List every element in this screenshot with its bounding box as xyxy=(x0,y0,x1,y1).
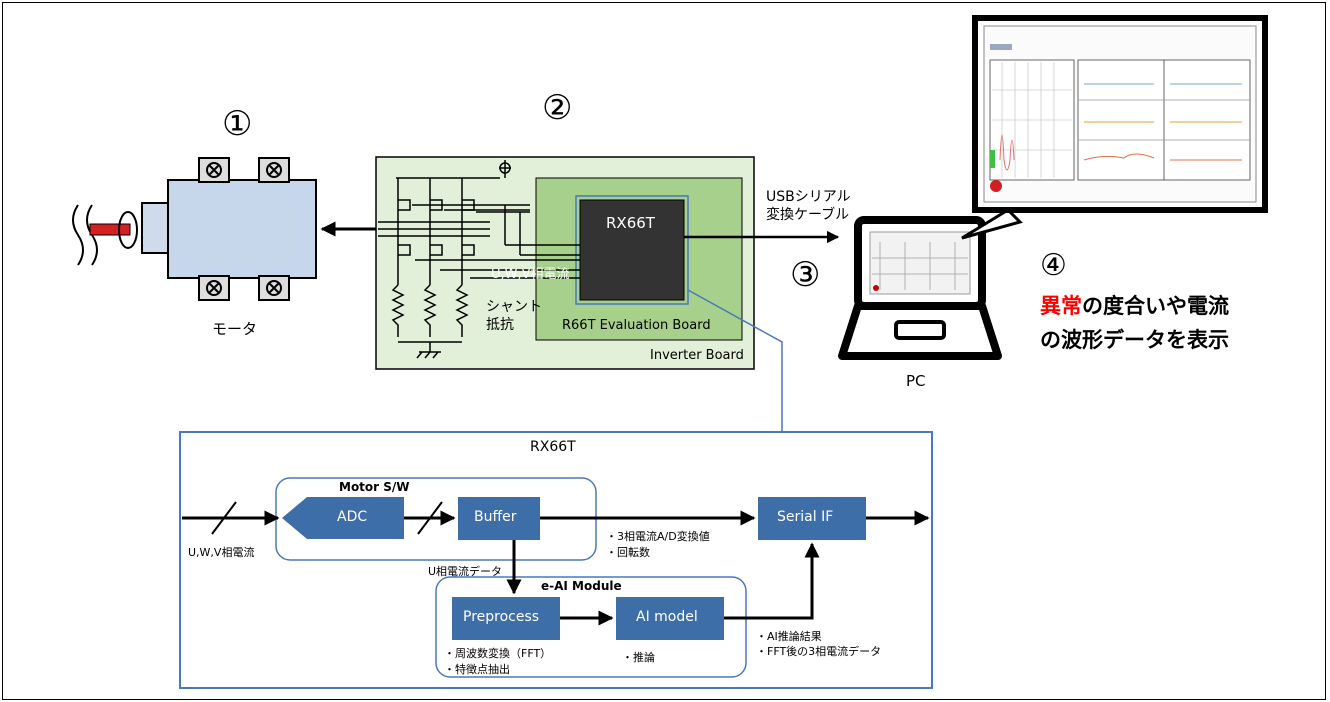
marker-1: ① xyxy=(222,104,253,144)
buffer-block xyxy=(458,497,540,540)
marker-2: ② xyxy=(542,88,573,128)
preprocess-note-1: ・周波数変換（FFT） xyxy=(444,647,552,660)
shunt-label-2: 抵抗 xyxy=(486,317,514,333)
block-title: RX66T xyxy=(530,439,576,455)
pc-label: PC xyxy=(906,372,926,390)
inverter-circuit xyxy=(378,160,580,359)
motor xyxy=(72,157,317,301)
adc-block xyxy=(282,497,404,539)
inverter-board-label: Inverter Board xyxy=(650,348,744,363)
ai-model-block xyxy=(616,597,724,640)
chip-label: RX66T xyxy=(606,214,655,232)
screen-zoom-callout xyxy=(961,15,1268,240)
buffer-output-2: ・回転数 xyxy=(606,546,650,559)
serial-if-label: Serial IF xyxy=(777,509,834,525)
usb-label-1: USBシリアル xyxy=(766,189,851,205)
note-line-1: 異常の度合いや電流 xyxy=(1040,290,1229,320)
preprocess-block xyxy=(452,597,560,640)
note-highlight: 異常 xyxy=(1040,294,1082,318)
motor-label: モータ xyxy=(212,320,258,338)
marker-4: ④ xyxy=(1040,248,1067,283)
result-note-2: ・FFT後の3相電流データ xyxy=(756,645,882,658)
buffer-output-1: ・3相電流A/D変換値 xyxy=(606,530,710,543)
usb-label-2: 変換ケーブル xyxy=(766,207,850,223)
preprocess-label: Preprocess xyxy=(463,609,540,625)
shunt-label-1: シャント xyxy=(486,299,542,315)
u-current-data-label: U相電流データ xyxy=(428,565,503,578)
ai-model-label: AI model xyxy=(636,609,698,625)
result-note-1: ・AI推論結果 xyxy=(756,630,822,643)
ai-model-note: ・推論 xyxy=(622,651,655,664)
note-line-1-rest: の度合いや電流 xyxy=(1082,294,1229,318)
adc-label: ADC xyxy=(337,509,368,525)
eai-module-group xyxy=(435,576,747,678)
preprocess-note-2: ・特徴点抽出 xyxy=(444,663,510,676)
motor-sw-label: Motor S/W xyxy=(339,480,410,494)
note-line-2: の波形データを表示 xyxy=(1040,328,1229,352)
serial-if-block xyxy=(758,497,866,540)
rx66t-chip xyxy=(579,199,685,301)
phase-current-label: U,W,V相電流 xyxy=(491,267,570,282)
evaluation-board-label: R66T Evaluation Board xyxy=(562,318,711,333)
pc-laptop xyxy=(838,216,1002,360)
buffer-label: Buffer xyxy=(474,509,517,525)
input-current-label: U,W,V相電流 xyxy=(188,546,255,559)
marker-3: ③ xyxy=(790,255,821,295)
eai-module-label: e-AI Module xyxy=(541,579,622,593)
